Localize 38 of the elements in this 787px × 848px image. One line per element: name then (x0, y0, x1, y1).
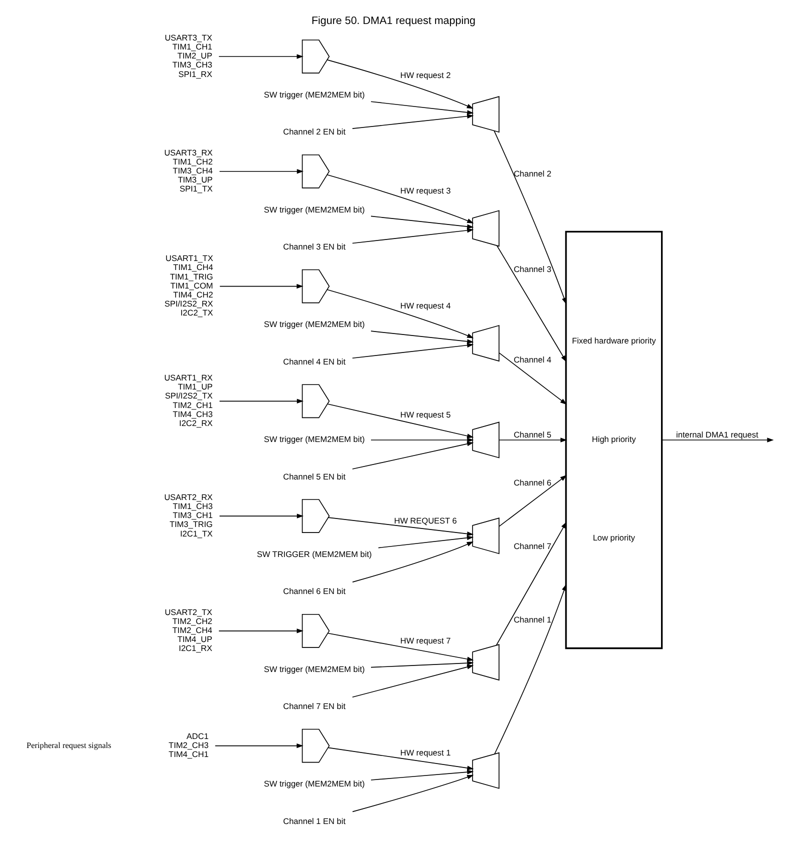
node-text: Channel 2 EN bit (283, 127, 346, 136)
edge-label: internal DMA1 request (676, 430, 758, 440)
edge-label: HW request 5 (400, 410, 451, 420)
edge-label: HW REQUEST 6 (394, 516, 457, 525)
edge-label: Channel 6 (514, 478, 552, 487)
diagram-title: Figure 50. DMA1 request mapping (311, 14, 476, 27)
node-text: SW trigger (MEM2MEM bit) (264, 434, 365, 444)
node-text: SW trigger (MEM2MEM bit) (264, 664, 365, 674)
edge-label: HW request 7 (400, 636, 451, 645)
edge-label: Channel 4 (514, 354, 552, 364)
node-text: USART1_TX TIM1_CH4 TIM1_TRIG TIM1_COM TIM4_CH2 SPI/I2S2_RX I2C2_TX (164, 254, 214, 318)
node-text: Channel 1 EN bit (283, 816, 346, 826)
edge-label: HW request 3 (400, 186, 451, 196)
node-text: USART3_RX TIM1_CH2 TIM3_CH4 TIM3_UP SPI1_TX (164, 148, 213, 194)
node-text: Channel 6 EN bit (283, 586, 346, 596)
edge-label: Channel 3 (514, 264, 552, 274)
node-text: Channel 4 EN bit (283, 356, 346, 366)
node-text: SW trigger (MEM2MEM bit) (264, 204, 365, 214)
edge-label: Channel 5 (514, 430, 552, 440)
edge-label: HW request 2 (400, 70, 451, 80)
node-text: SW trigger (MEM2MEM bit) (264, 320, 365, 329)
edge-label: Channel 1 (514, 615, 552, 624)
edge-label: HW request 1 (400, 748, 451, 758)
edge-label: Channel 2 (514, 168, 552, 178)
node-text: USART1_RX TIM1_UP SPI/I2S2_TX TIM2_CH1 TIM4_CH3 I2C2_RX (164, 372, 213, 428)
node-text: USART3_TX TIM1_CH1 TIM2_UP TIM3_CH3 SPI1_RX (164, 32, 212, 78)
node-text: USART2_TX TIM2_CH2 TIM2_CH4 TIM4_UP I2C1_RX (164, 607, 212, 653)
node-text: SW trigger (MEM2MEM bit) (264, 90, 365, 99)
node-text: USART2_RX TIM1_CH3 TIM3_CH1 TIM3_TRIG I2C1_TX (164, 492, 213, 538)
node-text: Channel 7 EN bit (283, 702, 346, 711)
node-text: ADC1 TIM2_CH3 TIM4_CH1 (168, 731, 209, 758)
node-text: SW TRIGGER (MEM2MEM bit) (256, 549, 372, 558)
edge-label: HW request 4 (400, 301, 451, 310)
edge-label: Channel 7 (514, 542, 552, 551)
node-text: Channel 3 EN bit (283, 242, 346, 251)
label: Peripheral request signals (26, 740, 112, 750)
node-text: Channel 5 EN bit (283, 472, 346, 481)
node-text: SW trigger (MEM2MEM bit) (264, 779, 365, 788)
